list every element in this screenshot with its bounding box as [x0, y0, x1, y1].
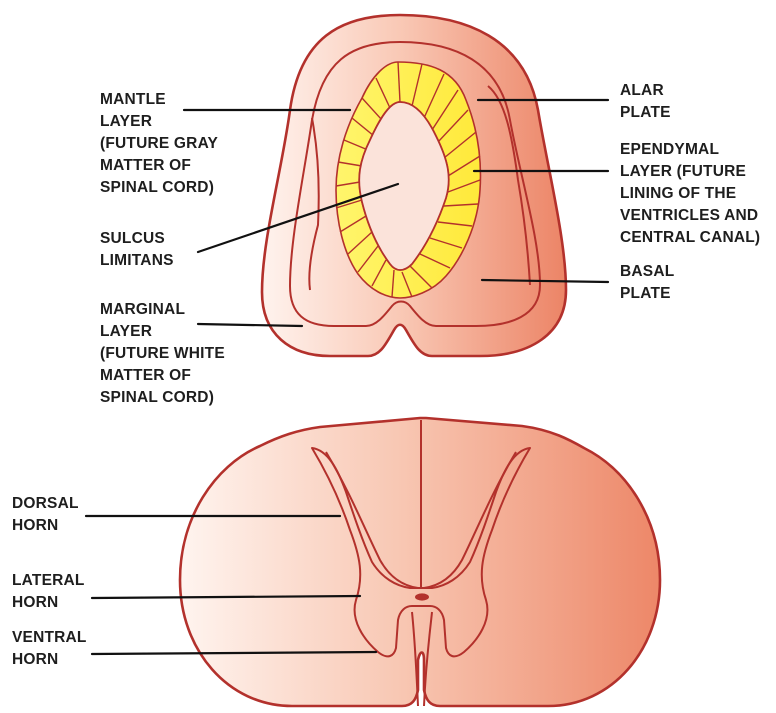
- ependymal-cell-border: [431, 89, 459, 131]
- alar-basal-division-left: [308, 117, 320, 291]
- marginal-layer-label: MARGINAL LAYER (FUTURE WHITE MATTER OF S…: [100, 301, 229, 406]
- ependymal-cell-border: [371, 259, 387, 287]
- ependymal-cell-border: [437, 221, 473, 227]
- ependymal-cell-border: [437, 109, 469, 143]
- marginal-layer-pointer: [196, 322, 304, 328]
- neural-tube-cross-section: [260, 13, 568, 358]
- gray-matter-region: [311, 447, 531, 658]
- ventral-horn-label: VENTRAL HORN: [12, 629, 91, 668]
- ependymal-layer-label: EPENDYMAL LAYER (FUTURE LINING OF THE VE…: [620, 141, 763, 246]
- mantle-layer-label: MANTLE LAYER (FUTURE GRAY MATTER OF SPIN…: [100, 91, 222, 196]
- ependymal-cell-border: [423, 73, 445, 119]
- ependymal-cell-border: [443, 131, 477, 159]
- ependymal-cell-border: [339, 215, 367, 233]
- mantle-layer-boundary: [289, 41, 541, 327]
- spinal-cord-cross-section: [178, 416, 662, 708]
- central-canal-lumen: [358, 101, 450, 271]
- sulcus-limitans-pointer: [196, 182, 400, 254]
- lateral-horn-label: LATERAL HORN: [12, 572, 89, 611]
- ependymal-cell-border: [409, 265, 433, 289]
- ventral-horn-pointer: [90, 650, 378, 656]
- ependymal-cells: [335, 61, 481, 298]
- sulcus-limitans-label: SULCUS LIMITANS: [100, 230, 174, 269]
- alar-basal-division-right: [487, 85, 531, 286]
- ependymal-cell-border: [419, 253, 451, 269]
- ependymal-cell-border: [357, 245, 379, 273]
- central-canal: [415, 593, 429, 601]
- ventral-median-fissure-right: [423, 611, 433, 707]
- ependymal-cell-border: [335, 181, 361, 187]
- dorsal-horn-label: DORSAL HORN: [12, 495, 83, 534]
- dorsal-horn-inner-right: [423, 451, 517, 589]
- ependymal-cell-border: [337, 161, 363, 167]
- ependymal-cell-border: [361, 97, 383, 121]
- ependymal-cell-border: [343, 139, 369, 151]
- ependymal-cell-border: [375, 77, 391, 109]
- dorsal-horn-inner-left: [325, 451, 419, 589]
- ependymal-cell-border: [429, 237, 463, 249]
- ependymal-cell-border: [443, 203, 479, 207]
- ependymal-cell-border: [351, 117, 375, 137]
- ependymal-cell-border: [447, 155, 481, 177]
- alar-plate-label: ALAR PLATE: [620, 82, 671, 121]
- ependymal-cell-border: [347, 231, 373, 255]
- ependymal-cell-border: [391, 269, 395, 298]
- basal-plate-pointer: [480, 278, 610, 284]
- ventral-median-fissure: [411, 611, 419, 707]
- ependymal-cell-border: [447, 179, 481, 193]
- ependymal-cell-border: [401, 271, 413, 298]
- ependymal-cell-border: [411, 63, 423, 107]
- lateral-horn-pointer: [90, 594, 362, 600]
- ependymal-cell-border: [397, 61, 401, 103]
- ependymal-cell-border: [335, 199, 363, 209]
- basal-plate-label: BASAL PLATE: [620, 263, 679, 302]
